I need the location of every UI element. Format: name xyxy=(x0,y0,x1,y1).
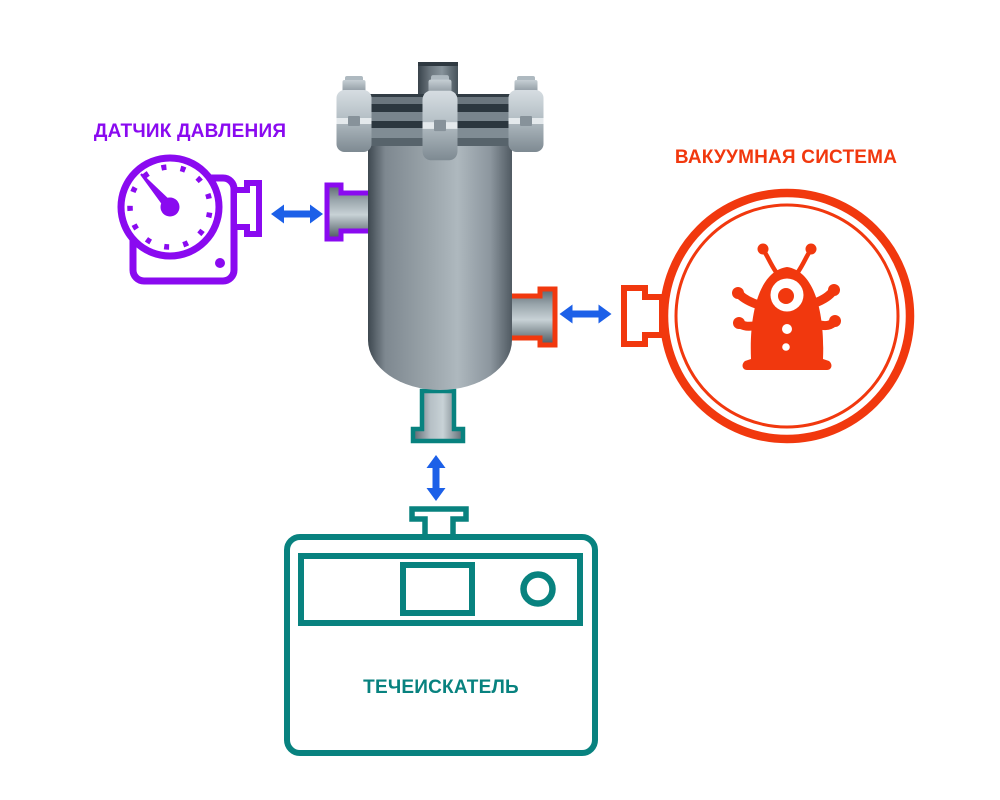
leak-detector-icon xyxy=(284,506,598,756)
germ-icon xyxy=(732,243,841,370)
leak-detector-label: ТЕЧЕИСКАТЕЛЬ xyxy=(363,677,519,698)
gauge-mount-dot xyxy=(215,258,225,268)
leak-detector-knob xyxy=(520,571,556,607)
chamber-body xyxy=(368,146,512,390)
vacuum-system-icon xyxy=(621,188,915,444)
pressure-sensor-label: ДАТЧИК ДАВЛЕНИЯ xyxy=(93,121,287,142)
gauge-hub xyxy=(160,197,180,217)
flange-clamp-left xyxy=(336,76,372,152)
chamber-port-left xyxy=(324,182,374,242)
chamber-port-bottom xyxy=(410,388,466,444)
chamber-port-right xyxy=(506,286,558,348)
chamber-top-pipe-rim xyxy=(418,62,458,66)
vacuum-system-label: ВАКУУМНАЯ СИСТЕМА xyxy=(674,147,898,168)
flange-clamp-right xyxy=(508,76,544,152)
leak-detector-display xyxy=(400,562,475,616)
vacuum-system-ring-inner xyxy=(674,203,900,429)
leak-detector-port xyxy=(409,506,469,543)
gauge-ticks xyxy=(127,164,213,250)
arrow-chamber-detector xyxy=(426,455,446,501)
vacuum-chamber-icon xyxy=(324,62,558,444)
arrow-chamber-vacuum xyxy=(559,304,612,324)
vacuum-system-flange xyxy=(621,285,665,347)
arrow-gauge-chamber xyxy=(271,204,323,224)
pressure-gauge-icon xyxy=(117,154,262,285)
gauge-flange xyxy=(231,180,262,237)
germ-pupil xyxy=(778,288,794,304)
